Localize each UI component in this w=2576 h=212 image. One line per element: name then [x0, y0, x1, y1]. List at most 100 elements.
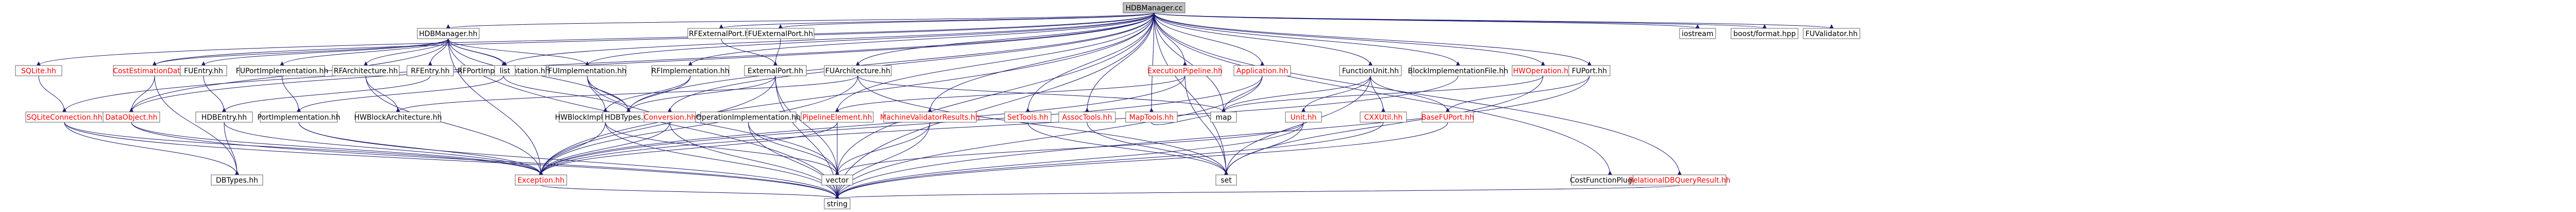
node-unit[interactable]: Unit.hh: [1285, 111, 1322, 123]
node-hwblockarch[interactable]: HWBlockArchitecture.hh: [354, 111, 442, 123]
edge-dataobj-to-string: [131, 122, 839, 199]
node-set[interactable]: set: [1215, 174, 1237, 186]
edge-portimpl-to-exception: [298, 122, 543, 175]
node-portimpl[interactable]: PortImplementation.hh: [257, 111, 341, 123]
node-pipelineelement[interactable]: PipelineElement.hh: [801, 111, 874, 123]
edge-root-to-fuimpl: [585, 12, 1155, 66]
node-box-boostformat: [1731, 28, 1799, 39]
edge-root-to-set: [1154, 12, 1228, 175]
node-assoctools[interactable]: AssocTools.hh: [1058, 111, 1116, 123]
node-execpipeline[interactable]: ExecutionPipeline.hh: [1147, 65, 1223, 76]
node-conversion[interactable]: Conversion.hh: [643, 111, 696, 123]
node-relational[interactable]: RelationalDBQueryResult.hh: [1629, 174, 1731, 186]
node-label-fuarch: FUArchitecture.hh: [825, 67, 890, 75]
node-boostformat[interactable]: boost/format.hpp: [1731, 28, 1799, 39]
node-dbtypes[interactable]: DBTypes.hh: [211, 174, 263, 186]
edge-root-to-settools: [1026, 12, 1155, 112]
edge-root-to-string: [835, 12, 1155, 199]
node-map[interactable]: map: [1210, 111, 1237, 123]
edge-hwblockimpl-to-exception: [539, 122, 606, 175]
edge-hdbmgr-to-fuentry: [201, 38, 449, 66]
node-fuarch[interactable]: FUArchitecture.hh: [824, 65, 892, 76]
node-fuimpl[interactable]: FUImplementation.hh: [548, 65, 626, 76]
node-label-string: string: [827, 200, 848, 208]
edge-hwoperation-to-map: [1222, 75, 1544, 112]
node-operationimpl[interactable]: OperationImplementation.hh: [696, 111, 801, 123]
edge-hdbmgr-to-exception: [448, 38, 543, 175]
edge-functionunit-to-set: [1224, 75, 1371, 175]
node-hdbtypes[interactable]: HDBTypes.hh: [602, 111, 655, 123]
edge-root-to-sqliteconn: [62, 12, 1155, 112]
node-fuentry[interactable]: FUEntry.hh: [180, 65, 227, 76]
node-fuportimpl[interactable]: FUPortImplementation.hh: [236, 65, 328, 76]
node-box-pipelineelement: [801, 111, 874, 123]
node-costest[interactable]: CostEstimationData.hh: [113, 65, 196, 76]
node-exception[interactable]: Exception.hh: [515, 174, 567, 186]
node-label-rfexternalport: RFExternalPort.hh: [689, 30, 754, 38]
node-label-machinevalidator: MachineValidatorResults.hh: [880, 113, 979, 122]
edge-fuentry-to-hdbentry: [203, 75, 226, 112]
edge-fuarch-to-hwblockarch: [396, 75, 858, 112]
node-box-iostream: [1679, 28, 1716, 39]
edge-hwoperation-to-set: [1224, 75, 1544, 175]
node-iostream[interactable]: iostream: [1679, 28, 1716, 39]
node-machinevalidator[interactable]: MachineValidatorResults.hh: [880, 111, 980, 123]
node-label-fuimpl: FUImplementation.hh: [548, 67, 626, 75]
node-box-maptools: [1125, 111, 1178, 123]
node-sqliteconn[interactable]: SQLiteConnection.hh: [25, 111, 104, 123]
node-label-rfarch: RFArchitecture.hh: [334, 67, 398, 75]
node-box-vector: [821, 174, 853, 186]
edge-unit-to-string: [835, 122, 1304, 199]
node-fuexternalport[interactable]: FUExternalPort.hh: [747, 28, 815, 39]
edge-root-to-hdbmgr: [446, 12, 1155, 29]
edge-execpipeline-to-exception: [539, 75, 1185, 175]
node-application[interactable]: Application.hh: [1233, 65, 1291, 76]
node-hwoperation[interactable]: HWOperation.hh: [1512, 65, 1574, 76]
edge-fuarch-to-map: [857, 75, 1226, 112]
node-rfimpl[interactable]: RFImplementation.hh: [651, 65, 730, 76]
node-rfarch[interactable]: RFArchitecture.hh: [332, 65, 400, 76]
node-box-fuvalidator: [1803, 28, 1860, 39]
node-vector[interactable]: vector: [821, 174, 853, 186]
node-box-unit: [1285, 111, 1322, 123]
node-baseffu[interactable]: BaseFUPort.hh: [1421, 111, 1474, 123]
edge-root-to-boostformat: [1154, 12, 1767, 29]
node-root[interactable]: HDBManager.cc: [1123, 2, 1185, 13]
node-functionunit[interactable]: FunctionUnit.hh: [1339, 65, 1402, 76]
edge-root-to-exception: [539, 12, 1155, 175]
node-settools[interactable]: SetTools.hh: [1004, 111, 1052, 123]
node-label-relational: RelationalDBQueryResult.hh: [1629, 176, 1731, 185]
node-label-map: map: [1215, 113, 1231, 122]
node-hdbentry[interactable]: HDBEntry.hh: [195, 111, 253, 123]
node-label-maptools: MapTools.hh: [1129, 113, 1174, 122]
node-cxxutil[interactable]: CXXUtil.hh: [1360, 111, 1407, 123]
node-box-map: [1210, 111, 1237, 123]
node-maptools[interactable]: MapTools.hh: [1125, 111, 1178, 123]
node-label-fuportimpl: FUPortImplementation.hh: [236, 67, 328, 75]
node-externalport[interactable]: ExternalPort.hh: [744, 65, 807, 76]
node-box-set: [1215, 174, 1237, 186]
node-label-hdbentry: HDBEntry.hh: [201, 113, 247, 122]
node-box-fuentry: [180, 65, 227, 76]
node-rfexternalport[interactable]: RFExternalPort.hh: [687, 28, 755, 39]
node-hdbmgr[interactable]: HDBManager.hh: [417, 28, 480, 39]
node-fuport[interactable]: FUPort.hh: [1568, 65, 1611, 76]
edge-externalport-to-hdbtypes: [626, 75, 776, 112]
node-string[interactable]: string: [824, 198, 851, 209]
edge-execpipeline-to-set: [1184, 75, 1228, 175]
node-sqlite[interactable]: SQLite.hh: [15, 65, 62, 76]
node-label-costfunction: CostFunctionPlugin.hh: [1570, 176, 1650, 185]
node-box-hdbentry: [195, 111, 253, 123]
node-dataobj[interactable]: DataObject.hh: [103, 111, 160, 123]
node-label-hdbtypes: HDBTypes.hh: [605, 113, 653, 122]
node-label-exception: Exception.hh: [517, 176, 564, 185]
node-label-cxxutil: CXXUtil.hh: [1364, 113, 1403, 122]
node-list[interactable]: list: [494, 65, 516, 76]
node-fuvalidator[interactable]: FUValidator.hh: [1803, 28, 1860, 39]
node-label-application: Application.hh: [1236, 67, 1288, 75]
node-label-conversion: Conversion.hh: [644, 113, 696, 122]
edge-fuarch-to-exception: [539, 75, 858, 175]
edge-machinevalidator-to-vector: [835, 122, 930, 175]
node-blockimplfile[interactable]: BlockImplementationFile.hh: [1408, 65, 1509, 76]
node-rfentry[interactable]: RFEntry.hh: [406, 65, 454, 76]
